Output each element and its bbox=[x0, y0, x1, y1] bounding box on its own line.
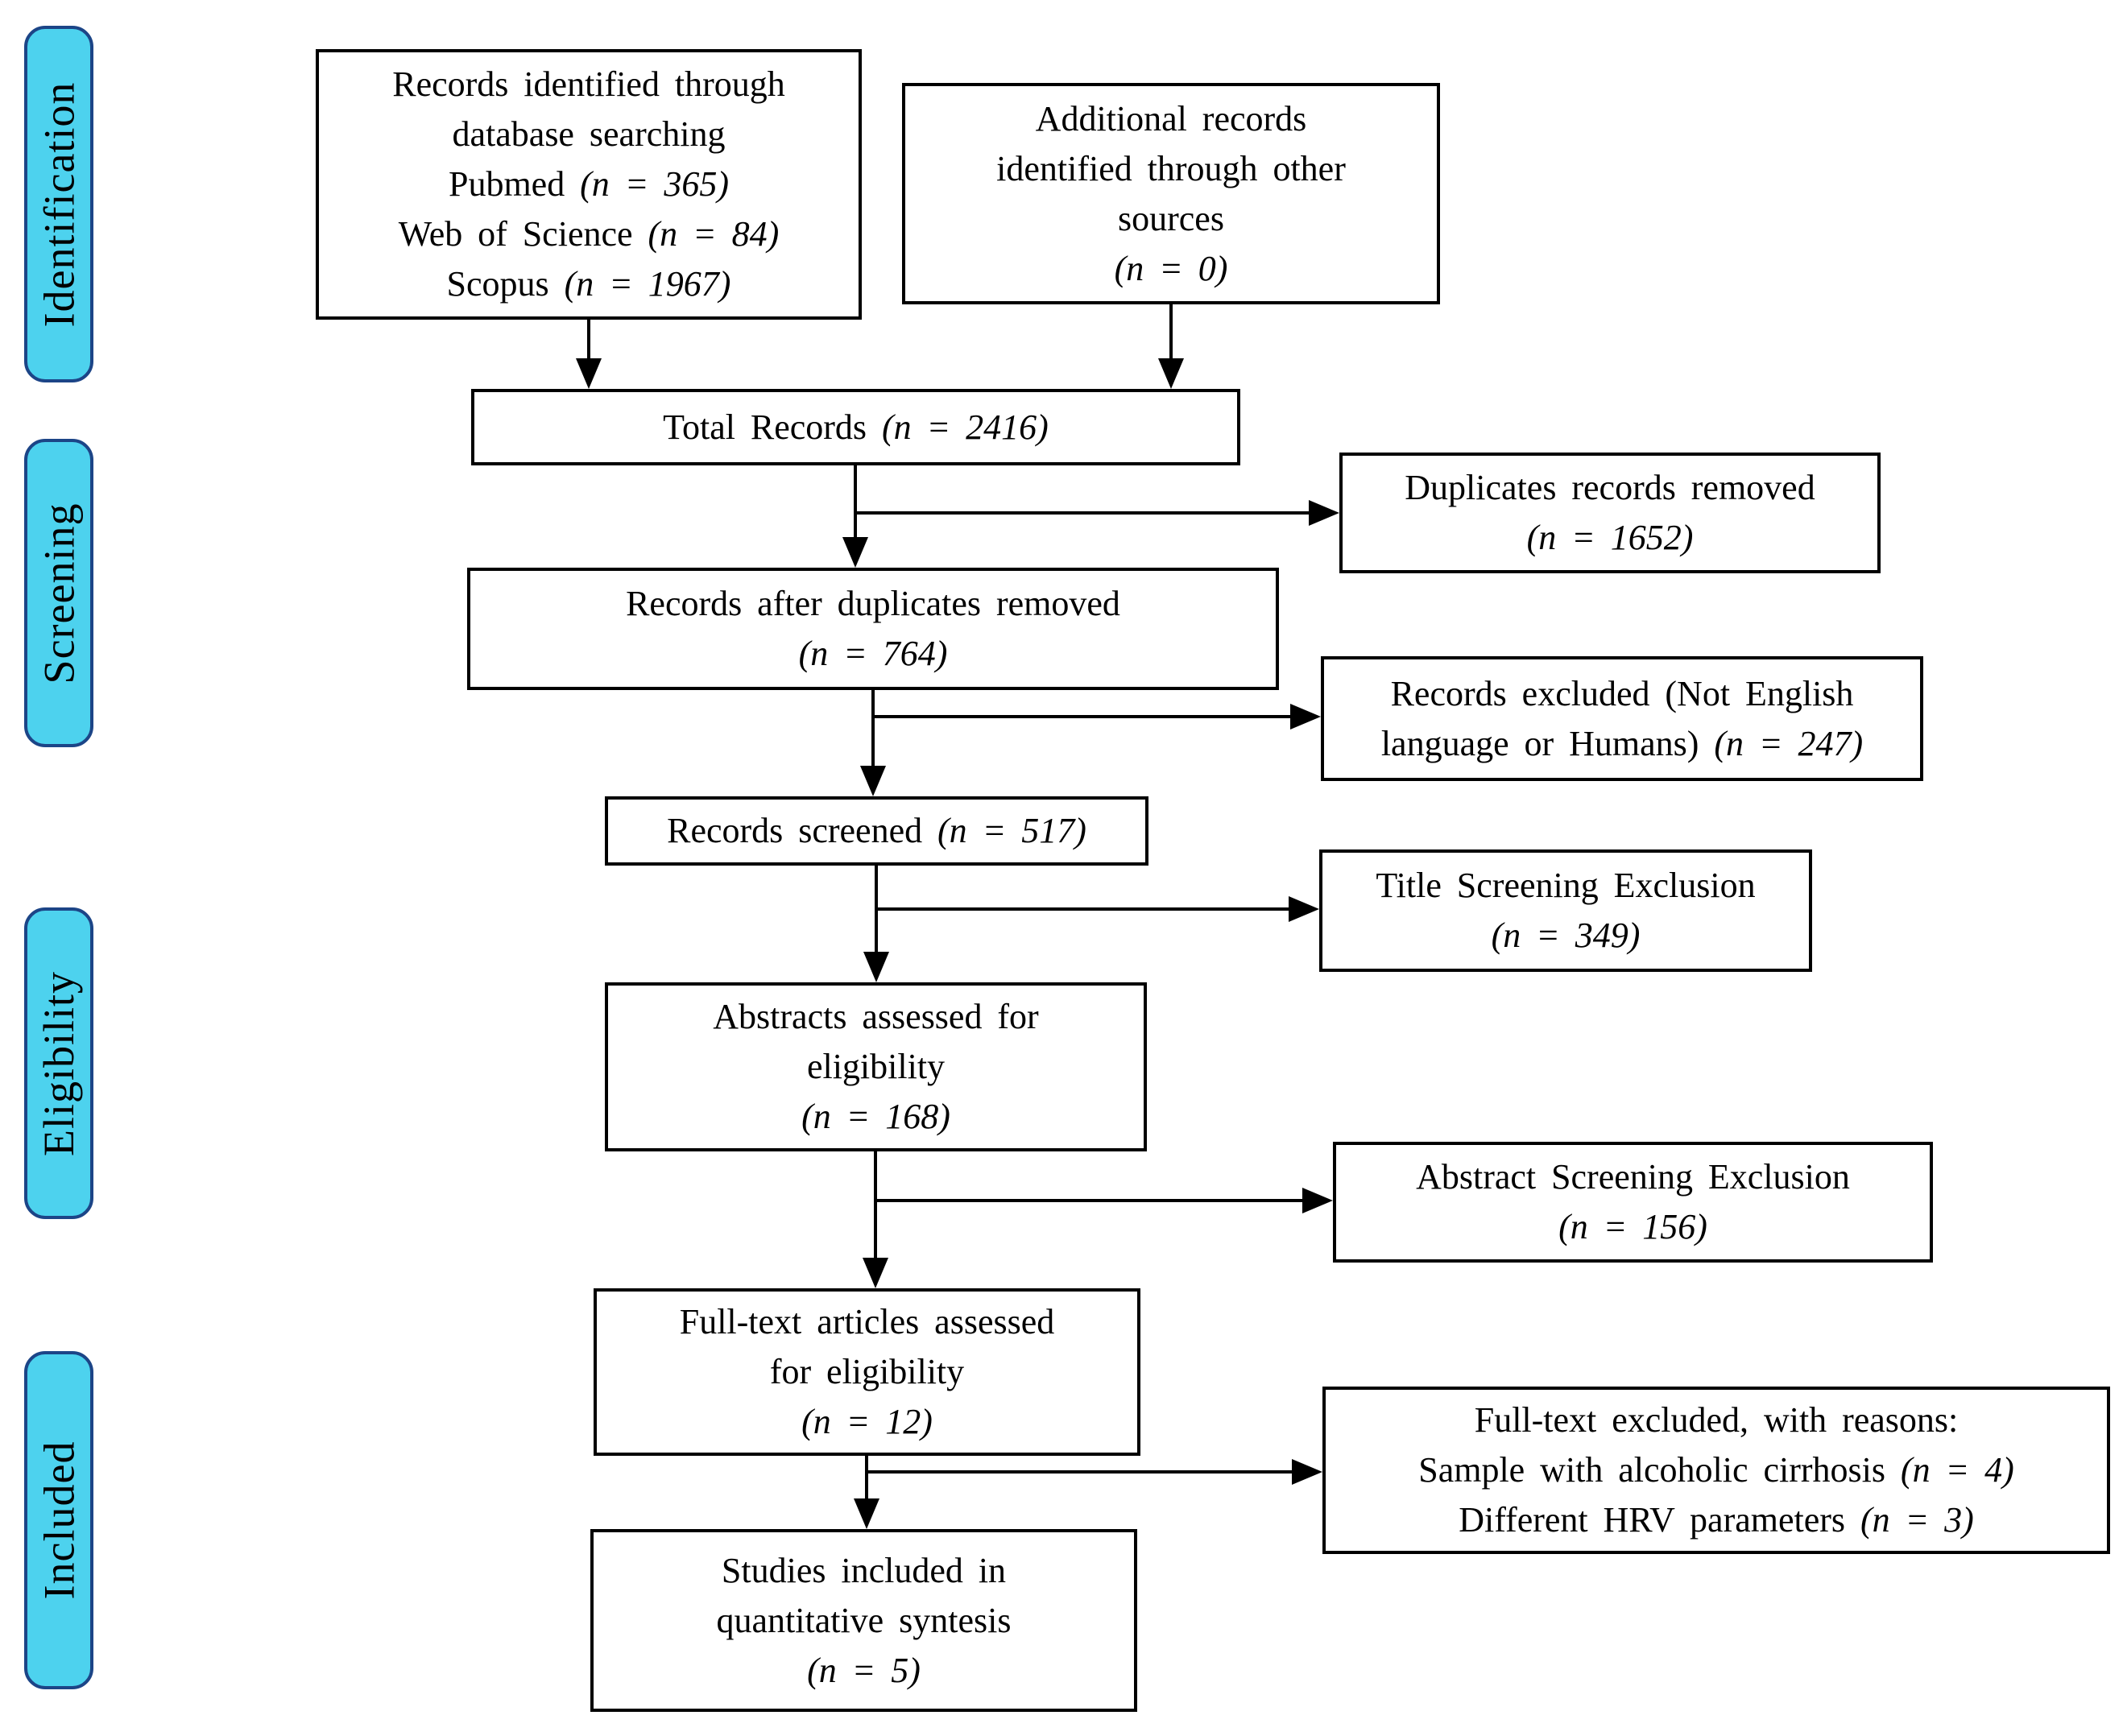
arrowhead-down-icon bbox=[863, 1258, 888, 1288]
stage-included: Included bbox=[24, 1351, 93, 1689]
box-after-duplicates: Records after duplicates removed (n = 76… bbox=[467, 568, 1279, 690]
box-total-records: Total Records (n = 2416) bbox=[471, 389, 1240, 465]
arrowhead-down-icon bbox=[863, 952, 889, 982]
box-records-screened-text: Records screened (n = 517) bbox=[667, 811, 1086, 850]
arrowhead-right-icon bbox=[1309, 500, 1339, 526]
box-fulltext-excluded: Full-text excluded, with reasons: Sample… bbox=[1322, 1387, 2110, 1554]
stage-identification-label: Identification bbox=[35, 81, 84, 327]
stage-included-label: Included bbox=[35, 1440, 84, 1600]
box-abstracts-assessed: Abstracts assessed for eligibility (n = … bbox=[605, 982, 1147, 1151]
stage-eligibility-label: Eligibility bbox=[35, 970, 84, 1156]
stage-screening-label: Screening bbox=[35, 502, 84, 684]
box-fulltext-assessed: Full-text articles assessed for eligibil… bbox=[594, 1288, 1140, 1456]
box-additional-records-text: Additional records identified through ot… bbox=[996, 98, 1346, 288]
box-title-screening-exclusion-text: Title Screening Exclusion (n = 349) bbox=[1376, 866, 1756, 955]
connector-afterdup-to-screened bbox=[871, 690, 875, 766]
connector-additional-to-total bbox=[1169, 304, 1173, 358]
arrowhead-down-icon bbox=[576, 358, 602, 389]
box-records-identified-text: Records identified through database sear… bbox=[392, 64, 785, 304]
box-abstract-screening-exclusion: Abstract Screening Exclusion (n = 156) bbox=[1333, 1142, 1933, 1263]
stage-screening: Screening bbox=[24, 439, 93, 747]
box-fulltext-assessed-text: Full-text articles assessed for eligibil… bbox=[679, 1302, 1055, 1441]
box-after-duplicates-text: Records after duplicates removed (n = 76… bbox=[626, 584, 1120, 673]
connector-total-to-afterdup bbox=[854, 465, 857, 537]
box-records-excluded: Records excluded (Not English language o… bbox=[1321, 656, 1923, 781]
box-duplicates-removed-text: Duplicates records removed (n = 1652) bbox=[1405, 468, 1815, 557]
arrowhead-right-icon bbox=[1290, 704, 1321, 730]
connector-abstracts-to-fulltext bbox=[874, 1151, 877, 1258]
stage-eligibility: Eligibility bbox=[24, 907, 93, 1219]
branch-to-duplicates-removed bbox=[854, 511, 1313, 515]
arrowhead-right-icon bbox=[1302, 1188, 1333, 1213]
box-records-identified: Records identified through database sear… bbox=[316, 49, 862, 320]
box-title-screening-exclusion: Title Screening Exclusion (n = 349) bbox=[1319, 849, 1812, 972]
branch-to-title-exclusion bbox=[875, 907, 1293, 911]
arrowhead-down-icon bbox=[1158, 358, 1184, 389]
box-additional-records: Additional records identified through ot… bbox=[902, 83, 1440, 304]
box-fulltext-excluded-text: Full-text excluded, with reasons: Sample… bbox=[1418, 1400, 2014, 1540]
branch-to-records-excluded bbox=[871, 715, 1294, 718]
box-studies-included: Studies included in quantitative syntesi… bbox=[590, 1529, 1137, 1712]
connector-fulltext-to-included bbox=[865, 1456, 868, 1498]
box-abstracts-assessed-text: Abstracts assessed for eligibility (n = … bbox=[713, 997, 1039, 1136]
arrowhead-down-icon bbox=[854, 1498, 879, 1529]
branch-to-abstract-exclusion bbox=[874, 1199, 1306, 1202]
box-studies-included-text: Studies included in quantitative syntesi… bbox=[716, 1550, 1012, 1690]
arrowhead-right-icon bbox=[1292, 1459, 1322, 1485]
arrowhead-down-icon bbox=[860, 766, 886, 796]
box-records-excluded-text: Records excluded (Not English language o… bbox=[1380, 673, 1864, 763]
box-total-records-text: Total Records (n = 2416) bbox=[663, 407, 1049, 447]
arrowhead-down-icon bbox=[842, 537, 868, 568]
arrowhead-right-icon bbox=[1289, 896, 1319, 922]
connector-identified-to-total bbox=[587, 320, 590, 358]
box-records-screened: Records screened (n = 517) bbox=[605, 796, 1148, 866]
stage-identification: Identification bbox=[24, 26, 93, 382]
box-abstract-screening-exclusion-text: Abstract Screening Exclusion (n = 156) bbox=[1416, 1157, 1850, 1246]
box-duplicates-removed: Duplicates records removed (n = 1652) bbox=[1339, 453, 1881, 573]
branch-to-fulltext-excluded bbox=[865, 1470, 1296, 1474]
